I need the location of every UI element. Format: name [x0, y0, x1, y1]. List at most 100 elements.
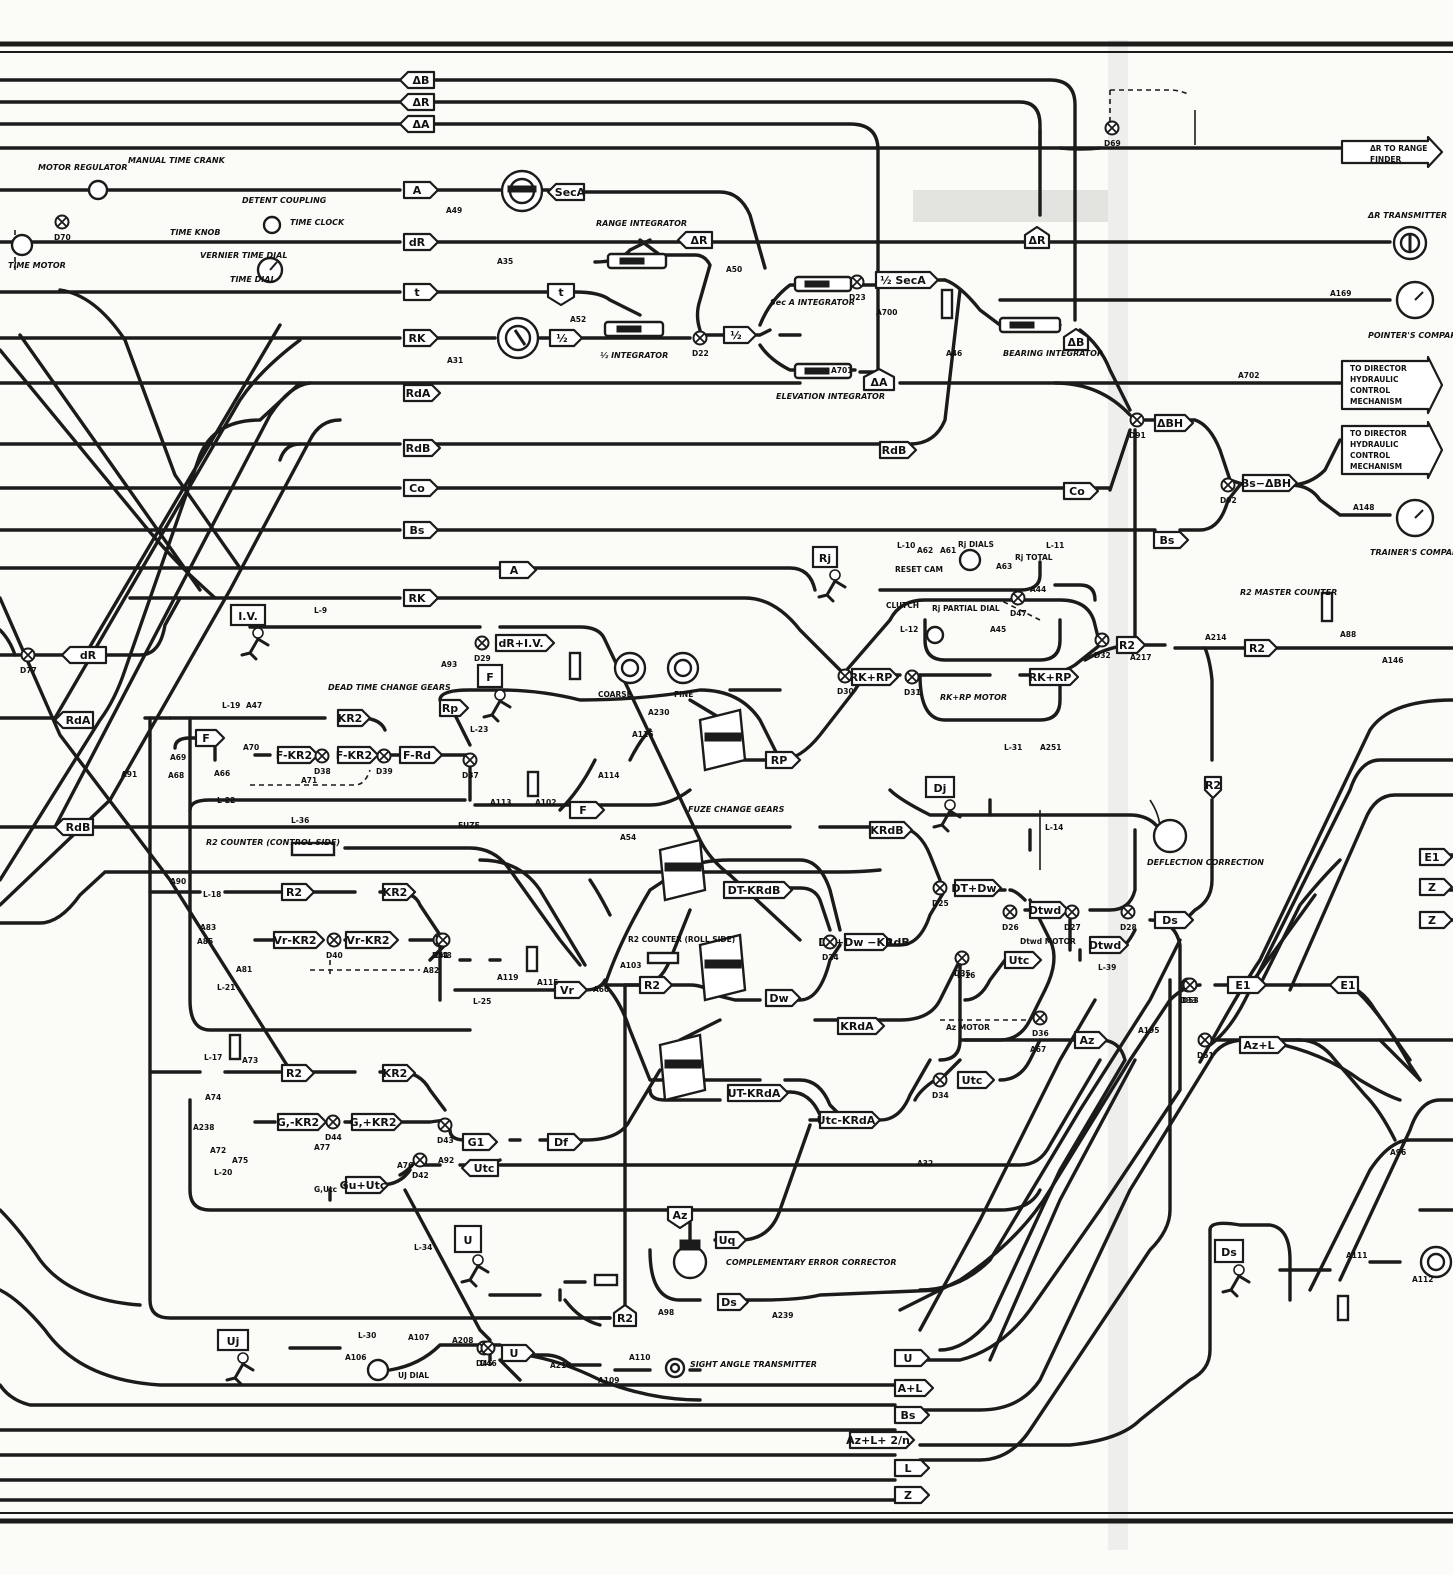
connector-tag-DT-KRdB: DT-KRdB — [722, 880, 794, 900]
sec-a-integrator-icon — [793, 275, 853, 293]
connector-tag-RdB-right: RdB — [878, 440, 918, 460]
connector-tag-text: Utc — [474, 1162, 495, 1175]
differential-d24: D24 — [822, 934, 839, 962]
time-motor-label: TIME MOTOR — [8, 261, 66, 270]
range-counter-gear-icon — [658, 838, 707, 902]
reference-label: L-23 — [470, 725, 488, 734]
connector-tag-text: Dw — [769, 992, 788, 1005]
connector-tag-text: ΔB — [1068, 336, 1085, 349]
reference-label: A169 — [1330, 289, 1351, 298]
connector-tag-E1-r: E1 — [1418, 847, 1453, 867]
connector-tag-text: U — [510, 1347, 519, 1360]
connector-tag-text: dR — [80, 649, 97, 662]
reference-label: A85 — [197, 937, 213, 946]
connector-tag-R2-b: R2 — [280, 882, 316, 902]
connector-tag-R2-vert: R2 — [1203, 775, 1223, 800]
r2-counter-roll-label: R2 COUNTER (ROLL SIDE) — [628, 935, 735, 944]
differential-d91: D91 — [1129, 412, 1146, 440]
reference-label: A116 — [632, 730, 653, 739]
deflection-correction-dial-icon — [1152, 818, 1188, 854]
connector-tag-text: ΔR — [413, 96, 431, 109]
connector-tag-text: Utc — [1009, 954, 1030, 967]
connector-tag-text: UT-KRdA — [728, 1087, 781, 1100]
differential-d25: D25 — [932, 880, 949, 908]
complementary-error-corrector-icon — [672, 1239, 708, 1280]
operator-icon — [1233, 1264, 1245, 1276]
connector-tag-dB-integ: ΔB — [1062, 327, 1090, 352]
differential-label: D44 — [325, 1133, 342, 1142]
reference-label: A239 — [772, 1311, 793, 1320]
seca-multiplier-icon — [500, 169, 544, 213]
reference-label: A54 — [620, 833, 636, 842]
differential-label: D34 — [932, 1091, 949, 1100]
connector-tag-dR-out: ΔR — [676, 230, 714, 250]
rj-dials-icon — [958, 548, 982, 572]
connector-tag-R2: R2 — [1115, 635, 1147, 655]
coarse-dial-icon — [613, 651, 647, 685]
connector-tag-RdB-left: RdB — [53, 817, 95, 837]
pointers-comparison-dial-label: POINTER'S COMPARISON DIAL — [1368, 331, 1453, 340]
reference-label: A251 — [1040, 743, 1061, 752]
reference-label: L-19 — [222, 701, 240, 710]
counter-icon — [940, 288, 954, 320]
reference-label: A217 — [1130, 653, 1151, 662]
connector-tag-text: RdB — [882, 444, 907, 457]
complementary-error-corrector-label: COMPLEMENTARY ERROR CORRECTOR — [726, 1258, 897, 1267]
connector-tag-SecA: SecA — [546, 182, 586, 202]
connector-tag-text: DT+Dw — [951, 882, 996, 895]
dr-transmitter-icon — [1392, 225, 1428, 261]
connector-tag-text: RK — [409, 592, 426, 605]
connector-tag-Z-out: Z — [893, 1485, 931, 1505]
reference-label: A103 — [620, 961, 641, 970]
connector-tag-DT-Dw: DT+Dw −KRdB — [818, 932, 910, 952]
connector-tag-text: Utc — [962, 1074, 983, 1087]
connector-tag-text: R2 — [1205, 779, 1221, 792]
reference-label: L-20 — [214, 1168, 232, 1177]
reference-label: A111 — [1346, 1251, 1367, 1260]
differential-d47: D47 — [1010, 590, 1027, 618]
differential-label: D45 — [476, 1359, 493, 1368]
half-integrator-icon — [603, 320, 665, 338]
differential-label: D53 — [1182, 996, 1199, 1005]
reference-label: A77 — [314, 1143, 330, 1152]
rj-partial-dial-icon — [925, 625, 945, 645]
connector-tag-text: R2 — [1249, 642, 1265, 655]
reference-label: A73 — [242, 1056, 258, 1065]
connector-tag-text: G,+KR2 — [349, 1116, 396, 1129]
detent-coupling-label: DETENT COUPLING — [242, 196, 327, 205]
connector-tag-Rp: Rp — [438, 698, 470, 718]
connector-tag-text: ½ SecA — [880, 274, 926, 287]
time-motor-icon — [10, 233, 34, 257]
differential-label: D29 — [474, 654, 491, 663]
connector-tag-text: ΔR — [1029, 234, 1047, 247]
differential-d51: D51 — [1197, 1032, 1214, 1060]
differential-d70: D70 — [54, 214, 71, 242]
reference-label: A52 — [570, 315, 586, 324]
differential-label: D23 — [849, 293, 866, 302]
operator-station-f: F — [476, 663, 512, 723]
connector-tag-half: ½ — [548, 328, 584, 348]
connector-tag-text: L — [904, 1462, 911, 1475]
reference-label: A47 — [246, 701, 262, 710]
coarse-label: COARSE — [598, 690, 632, 699]
r2-counter-control-icon — [290, 841, 336, 857]
operator-icon — [829, 569, 841, 581]
connector-tag-Utc3: Utc — [956, 1070, 996, 1090]
connector-tag-dBH: ΔBH — [1153, 413, 1195, 433]
half-multiplier-icon — [496, 316, 540, 360]
differential-label: D69 — [1104, 139, 1121, 148]
differential-label: D24 — [822, 953, 839, 962]
operator-icon — [944, 799, 956, 811]
connector-tag-text: KRdB — [870, 824, 903, 837]
connector-tag-text: ½ — [730, 329, 741, 342]
operator-label: Uj — [227, 1335, 240, 1348]
reference-label: A74 — [205, 1093, 221, 1102]
reference-label: A69 — [170, 753, 186, 762]
differential-label: D31 — [904, 688, 921, 697]
connector-tag-text: KRdA — [840, 1020, 874, 1033]
connector-tag-text: R2 — [286, 886, 302, 899]
connector-tag-Df: Df — [546, 1132, 584, 1152]
reference-label: A44 — [1030, 585, 1046, 594]
reference-label: A75 — [232, 1156, 248, 1165]
differential-label: D26 — [1002, 923, 1019, 932]
